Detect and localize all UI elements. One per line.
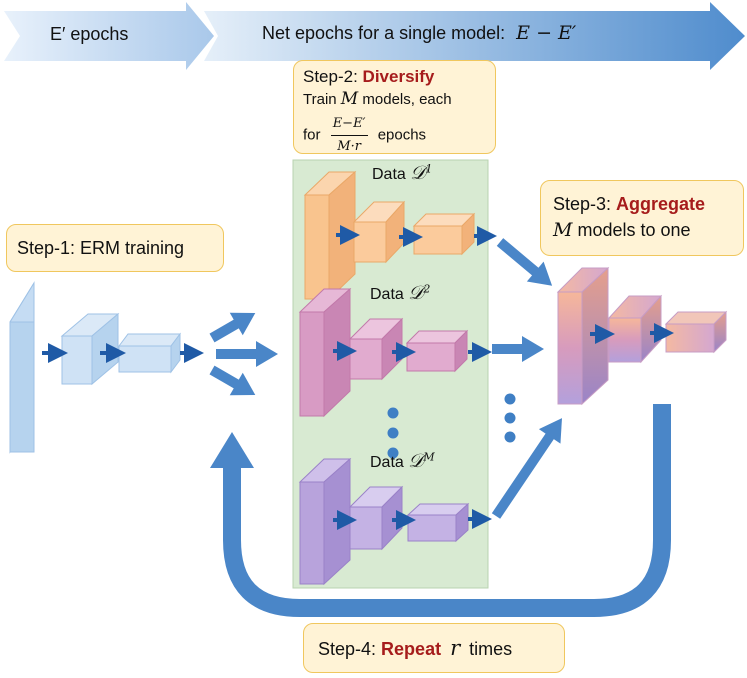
step3-highlight: Aggregate <box>616 194 706 214</box>
header-right-text: Net epochs for a single model: E − E′ <box>262 22 577 44</box>
aggregated-network <box>556 266 728 406</box>
data-label-d2: Data 𝒟2 <box>370 282 431 304</box>
step2-box: Step-2: Diversify Train M models, each f… <box>293 60 496 154</box>
merge-arrows <box>491 238 562 519</box>
network-dm <box>298 457 492 586</box>
step4-box: Step-4: Repeat r times <box>303 623 565 673</box>
fanout-arrows <box>209 312 278 396</box>
step3-box: Step-3: Aggregate M models to one <box>540 180 744 256</box>
header-right-math: E − E′ <box>516 22 577 44</box>
repeat-loop-arrow <box>223 404 671 617</box>
step2-highlight: Diversify <box>362 67 435 86</box>
step3-title: Step-3: Aggregate <box>553 194 706 214</box>
header-left-text: E′ epochs <box>50 24 129 44</box>
network-d2 <box>298 287 492 418</box>
data-label-d1: Data 𝒟1 <box>372 162 433 184</box>
step3-line2: M models to one <box>553 219 691 241</box>
step1-text: Step-1: ERM training <box>17 238 185 258</box>
network-d1 <box>303 170 497 301</box>
ellipsis-dots-panel <box>387 407 399 459</box>
step2-line3: for E−E′ M·r epochs <box>303 113 486 158</box>
erm-network <box>9 281 204 454</box>
data-label-dm: Data 𝒟M <box>370 450 435 472</box>
step4-highlight: Repeat <box>381 639 442 659</box>
header-arrow-right <box>204 2 745 70</box>
step1-box: Step-1: ERM training <box>6 224 224 272</box>
step2-line2: Train M models, each <box>303 89 452 109</box>
header-arrow-left <box>4 2 214 70</box>
ellipsis-dots-arrows <box>504 393 516 443</box>
repeat-loop-arrowhead <box>210 432 254 468</box>
step2-title: Step-2: Diversify <box>303 67 435 86</box>
step2-fraction: E−E′ M·r <box>330 113 368 158</box>
